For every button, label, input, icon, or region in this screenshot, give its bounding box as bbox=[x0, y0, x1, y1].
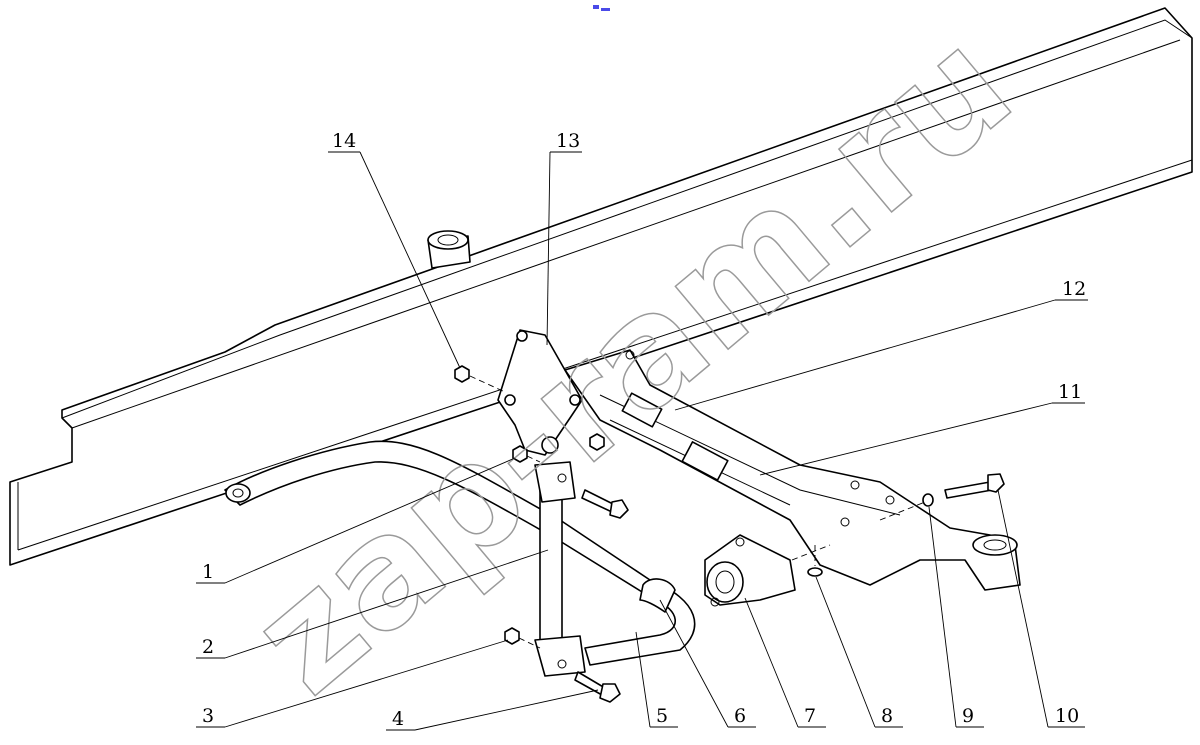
washer-9 bbox=[922, 493, 934, 507]
callouts: 14 13 12 11 1 2 3 4 5 6 7 8 9 10 bbox=[196, 130, 1088, 731]
top-mark bbox=[593, 5, 599, 9]
callout-5: 5 bbox=[635, 631, 678, 728]
stabilizer-bar bbox=[224, 440, 696, 666]
stabilizer-link bbox=[534, 461, 586, 677]
fasteners bbox=[454, 365, 1005, 703]
callout-12: 12 bbox=[674, 278, 1088, 411]
frame-rail bbox=[9, 7, 1193, 566]
svg-text:14: 14 bbox=[332, 130, 356, 152]
bolt-10 bbox=[944, 481, 993, 499]
callout-13: 13 bbox=[546, 130, 582, 346]
washer-8 bbox=[807, 567, 823, 577]
svg-text:3: 3 bbox=[202, 705, 214, 727]
svg-text:7: 7 bbox=[804, 705, 816, 727]
callout-2: 2 bbox=[196, 549, 549, 659]
nut-1 bbox=[512, 445, 528, 463]
svg-text:12: 12 bbox=[1062, 278, 1086, 300]
callout-14: 14 bbox=[328, 130, 461, 369]
svg-text:2: 2 bbox=[202, 636, 214, 658]
top-mark bbox=[601, 8, 610, 11]
callout-8: 8 bbox=[815, 576, 903, 728]
svg-text:1: 1 bbox=[202, 561, 214, 583]
callout-4: 4 bbox=[386, 689, 599, 731]
svg-text:6: 6 bbox=[734, 705, 746, 727]
upper-bracket bbox=[497, 329, 583, 456]
nut-14 bbox=[454, 365, 470, 383]
svg-text:8: 8 bbox=[881, 705, 893, 727]
svg-text:11: 11 bbox=[1058, 381, 1082, 403]
svg-text:4: 4 bbox=[392, 708, 404, 730]
svg-text:5: 5 bbox=[656, 705, 668, 727]
svg-text:10: 10 bbox=[1055, 705, 1079, 727]
nut-3 bbox=[504, 627, 520, 645]
callout-10: 10 bbox=[997, 489, 1085, 728]
callout-7: 7 bbox=[744, 597, 826, 728]
bushing-clamp bbox=[704, 534, 796, 607]
callout-9: 9 bbox=[928, 506, 984, 728]
callout-6: 6 bbox=[659, 599, 756, 728]
svg-text:9: 9 bbox=[962, 705, 974, 727]
svg-text:13: 13 bbox=[556, 130, 580, 152]
callout-3: 3 bbox=[196, 639, 509, 728]
callout-1: 1 bbox=[196, 457, 516, 584]
callout-11: 11 bbox=[759, 381, 1085, 476]
